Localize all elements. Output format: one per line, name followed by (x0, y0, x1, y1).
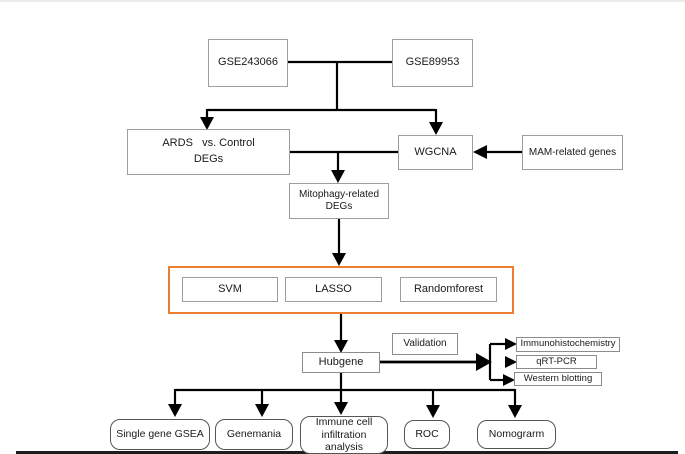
arrowhead-wgcna (429, 122, 443, 135)
node-immunohistochemistry: Immunohistochemistry (516, 337, 620, 352)
arrowhead-genemania (255, 404, 269, 417)
node-western-blotting-label: Western blotting (523, 372, 593, 384)
node-mitophagy-degs: Mitophagy-related DEGs (289, 183, 389, 219)
node-ards-degs-line2: DEGs (193, 153, 224, 165)
node-wgcna-label: WGCNA (414, 145, 457, 158)
node-immune-cell-line1: Immune cell (315, 416, 373, 429)
arrowhead-immune (334, 402, 348, 415)
node-validation: Validation (392, 333, 458, 355)
node-immune-cell-line2: infiltration (321, 428, 367, 441)
node-randomforest-label: Randomforest (413, 282, 484, 295)
node-mitophagy-line2: DEGs (325, 201, 353, 212)
node-immune-cell-line3: analysis (325, 441, 363, 454)
node-wgcna: WGCNA (398, 135, 473, 170)
node-hubgene: Hubgene (302, 352, 380, 373)
arrowhead-mitophagy (331, 170, 345, 183)
node-hubgene-label: Hubgene (318, 355, 364, 368)
node-validation-label: Validation (403, 338, 447, 349)
node-ards-degs: ARDS vs. Control DEGs (127, 129, 290, 175)
arrowhead-roc (426, 405, 440, 418)
figure-top-rule (0, 0, 685, 2)
arrowhead-models (332, 253, 346, 266)
node-qrt-pcr-label: qRT-PCR (536, 355, 577, 367)
ml-models-container (168, 266, 514, 314)
node-svm-label: SVM (218, 282, 242, 295)
node-gse89953: GSE89953 (392, 39, 473, 87)
node-mitophagy-line1: Mitophagy-related (298, 189, 380, 200)
node-genemania: Genemania (215, 419, 293, 450)
node-immune-cell-analysis: Immune cell infiltration analysis (300, 416, 388, 454)
node-western-blotting: Western blotting (514, 372, 602, 386)
node-svm: SVM (182, 277, 278, 302)
node-gse89953-label: GSE89953 (405, 56, 460, 69)
arrowhead-nomogram (508, 405, 522, 418)
node-immunohistochemistry-label: Immunohistochemistry (520, 338, 616, 350)
node-single-gene-gsea: Single gene GSEA (110, 419, 210, 450)
node-roc-label: ROC (415, 427, 439, 440)
node-mam-genes-label: MAM-related genes (528, 146, 617, 158)
arrowhead-mam (473, 145, 487, 159)
node-lasso: LASSO (285, 277, 382, 302)
arrowhead-validation (476, 353, 492, 371)
node-nomogram-label: Nomograrm (488, 427, 545, 440)
node-single-gene-gsea-label: Single gene GSEA (116, 427, 204, 440)
node-mam-genes: MAM-related genes (522, 135, 623, 170)
node-genemania-label: Genemania (226, 427, 282, 440)
node-qrt-pcr: qRT-PCR (516, 355, 597, 369)
node-gse243066-label: GSE243066 (218, 56, 278, 69)
node-lasso-label: LASSO (315, 282, 352, 295)
node-ards-degs-line1: ARDS vs. Control (162, 137, 255, 150)
node-nomogram: Nomograrm (477, 420, 556, 449)
node-randomforest: Randomforest (400, 277, 497, 302)
node-roc: ROC (404, 420, 450, 449)
node-gse243066: GSE243066 (208, 39, 288, 87)
arrowhead-gsea (168, 404, 182, 417)
